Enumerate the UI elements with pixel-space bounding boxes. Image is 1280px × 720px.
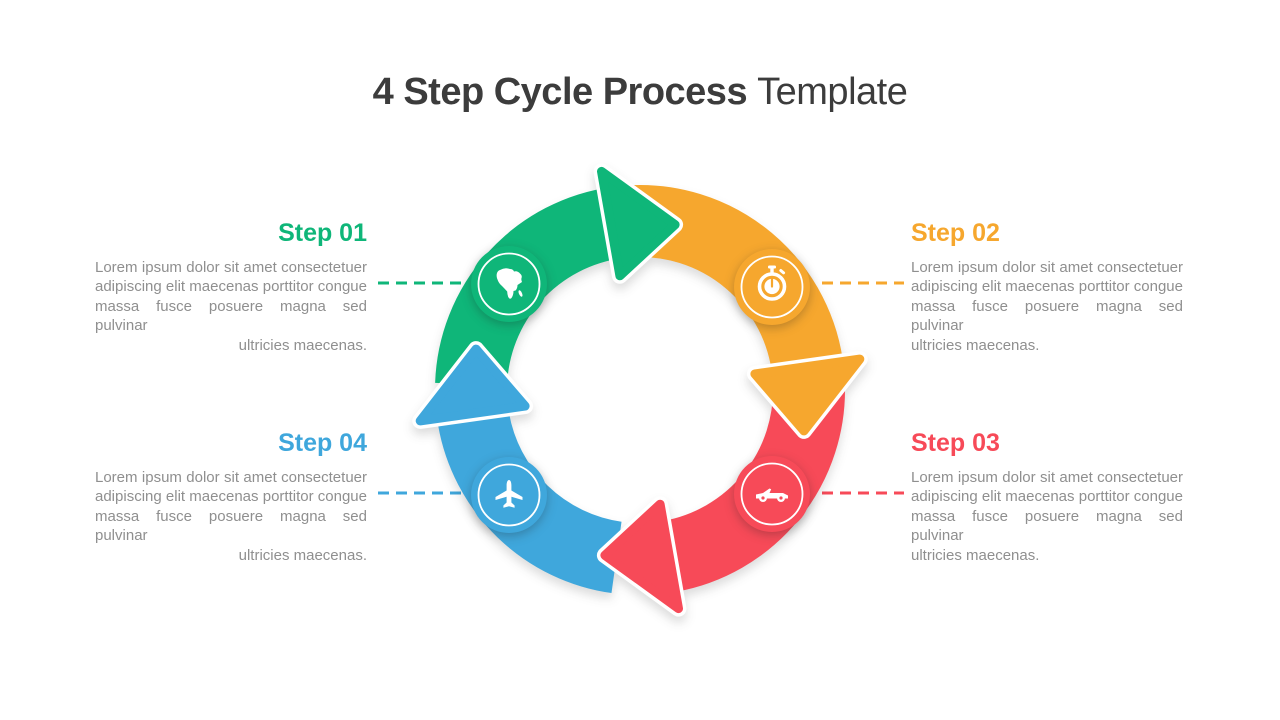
description-line: massa fusce posuere magna sed pulvinar xyxy=(95,507,367,545)
step-03-block: Step 03 Lorem ipsum dolor sit amet conse… xyxy=(911,429,1183,564)
car-icon xyxy=(756,488,788,502)
step-02-heading: Step 02 xyxy=(911,219,1000,247)
description-line: massa fusce posuere magna sed pulvinar xyxy=(95,297,367,335)
step-01-description: Lorem ipsum dolor sit amet consectetuer … xyxy=(95,258,367,355)
description-line: adipiscing elit maecenas porttitor congu… xyxy=(95,278,367,296)
page-title-regular: Template xyxy=(757,71,908,114)
step-04-description: Lorem ipsum dolor sit amet consectetuer … xyxy=(95,468,367,565)
arrowhead-step-02 xyxy=(750,354,865,436)
step-02-description: Lorem ipsum dolor sit amet consectetuer … xyxy=(911,258,1183,355)
description-line: Lorem ipsum dolor sit amet consectetuer xyxy=(95,259,367,276)
step-04-heading: Step 04 xyxy=(278,429,367,457)
description-line: ultricies maecenas. xyxy=(238,336,367,354)
description-line: ultricies maecenas. xyxy=(238,546,367,564)
description-line: adipiscing elit maecenas porttitor congu… xyxy=(95,488,367,506)
step-04-block: Step 04 Lorem ipsum dolor sit amet conse… xyxy=(95,429,367,564)
airplane-icon xyxy=(495,480,523,508)
description-line: massa fusce posuere magna sed pulvinar xyxy=(911,507,1183,545)
step-03-heading: Step 03 xyxy=(911,429,1000,457)
africa-map-icon xyxy=(496,268,523,299)
description-line: massa fusce posuere magna sed pulvinar xyxy=(911,297,1183,335)
icon-bubble-step-01 xyxy=(471,246,547,322)
step-01-block: Step 01 Lorem ipsum dolor sit amet conse… xyxy=(95,219,367,354)
icon-bubble-step-02 xyxy=(734,249,810,325)
description-line: Lorem ipsum dolor sit amet consectetuer xyxy=(95,469,367,486)
description-line: Lorem ipsum dolor sit amet consectetuer xyxy=(911,469,1183,486)
step-03-description: Lorem ipsum dolor sit amet consectetuer … xyxy=(911,468,1183,565)
description-line: Lorem ipsum dolor sit amet consectetuer xyxy=(911,259,1183,276)
description-line: adipiscing elit maecenas porttitor congu… xyxy=(911,278,1183,296)
arrowhead-step-03 xyxy=(600,499,683,614)
page-title: 4 Step Cycle Process Template xyxy=(0,71,1280,113)
icon-bubble-step-04 xyxy=(471,457,547,533)
icon-bubble-step-03 xyxy=(734,456,810,532)
page-title-bold: 4 Step Cycle Process xyxy=(372,71,748,114)
step-02-block: Step 02 Lorem ipsum dolor sit amet conse… xyxy=(911,219,1183,354)
description-line: ultricies maecenas. xyxy=(911,546,1040,564)
step-01-heading: Step 01 xyxy=(278,219,367,247)
arrowhead-step-04 xyxy=(415,344,530,426)
description-line: adipiscing elit maecenas porttitor congu… xyxy=(911,488,1183,506)
stopwatch-icon xyxy=(757,265,787,301)
arrowhead-step-01 xyxy=(597,166,680,281)
description-line: ultricies maecenas. xyxy=(911,336,1040,354)
